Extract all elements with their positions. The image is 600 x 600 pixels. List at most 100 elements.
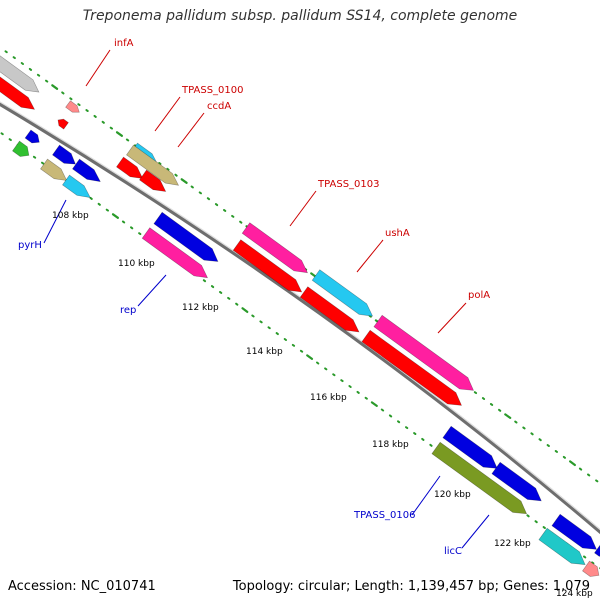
gene-feature-tan-1 <box>126 144 180 186</box>
tick-mark-inner <box>210 285 215 289</box>
gene-label-ccdA: ccdA <box>207 101 231 112</box>
tick-mark-outer <box>568 460 577 467</box>
tick-mark-inner <box>97 202 101 206</box>
gene-feature-TPASS_0106 <box>431 441 528 515</box>
scale-label-110: 110 kbp <box>118 259 155 269</box>
tick-mark-inner <box>429 443 433 447</box>
gene-feature-blue-5 <box>491 461 542 502</box>
tick-mark-inner <box>405 426 409 430</box>
connector-polA <box>437 302 467 334</box>
gene-feature-lightred <box>582 560 600 577</box>
gene-feature-blue-7 <box>594 544 600 557</box>
tick-mark-inner <box>397 420 401 424</box>
tick-mark-inner <box>380 408 385 412</box>
tick-mark-outer <box>498 408 502 412</box>
tick-mark-outer <box>489 403 494 406</box>
tick-mark-outer <box>587 473 591 477</box>
gene-label-rep: rep <box>120 305 136 316</box>
gene-feature-red-3 <box>232 239 303 293</box>
scale-label-122: 122 kbp <box>494 539 531 549</box>
connector-ushA <box>356 239 384 273</box>
tick-mark-outer <box>115 131 124 137</box>
gene-feature-infA <box>65 100 80 113</box>
tick-mark-outer <box>180 178 188 184</box>
gene-label-TPASS_0100: TPASS_0100 <box>181 85 243 96</box>
connector-TPASS_0106 <box>411 475 441 516</box>
tick-mark-inner <box>105 208 109 212</box>
tick-mark-inner <box>202 279 207 283</box>
scale-label-120: 120 kbp <box>434 490 471 500</box>
tick-mark-outer <box>214 203 219 207</box>
tick-mark-inner <box>227 296 231 300</box>
gene-feature-grey <box>0 55 40 93</box>
gene-feature-red-5 <box>361 329 462 406</box>
tick-mark-inner <box>591 561 595 565</box>
tick-mark-inner <box>275 332 279 336</box>
scale-label-116: 116 kbp <box>310 393 347 403</box>
tick-mark-outer <box>69 97 73 101</box>
tick-mark-inner <box>235 302 239 306</box>
tick-mark-inner <box>241 307 249 313</box>
tick-mark-inner <box>356 390 360 394</box>
tick-mark-outer <box>51 84 59 90</box>
tick-mark-outer <box>554 450 558 453</box>
tick-mark-outer <box>231 214 235 218</box>
tick-mark-inner <box>251 314 255 318</box>
tick-mark-inner <box>413 432 417 435</box>
tick-mark-inner <box>306 354 314 360</box>
tick-mark-inner <box>8 138 12 142</box>
gene-feature-rep <box>141 227 209 279</box>
scale-label-114: 114 kbp <box>246 347 283 357</box>
scale-label-108: 108 kbp <box>52 211 89 221</box>
tick-mark-outer <box>562 455 566 459</box>
tick-mark-outer <box>77 103 81 107</box>
gene-feature-TPASS_0103 <box>241 222 309 274</box>
gene-label-TPASS_0103: TPASS_0103 <box>317 179 379 190</box>
tick-mark-inner <box>291 343 296 347</box>
gene-feature-ccdA <box>116 156 144 179</box>
tick-mark-outer <box>158 162 162 165</box>
tick-mark-inner <box>364 396 368 400</box>
gene-feature-blue-small <box>24 129 40 144</box>
tick-mark-outer <box>4 50 8 54</box>
gene-label-ushA: ushA <box>385 228 410 239</box>
tick-mark-outer <box>109 126 113 130</box>
tick-mark-inner <box>0 132 4 136</box>
tick-mark-outer <box>368 314 372 318</box>
tick-mark-inner <box>130 226 134 230</box>
tick-mark-inner <box>370 401 378 407</box>
connector-TPASS_0103 <box>289 190 317 227</box>
tick-mark-outer <box>61 91 65 95</box>
tick-mark-outer <box>28 67 33 71</box>
gene-feature-licC <box>538 527 586 565</box>
tick-mark-inner <box>283 338 287 341</box>
tick-mark-outer <box>93 114 97 118</box>
gene-feature-blue-3 <box>153 211 219 262</box>
tick-mark-outer <box>20 62 24 65</box>
gene-feature-red-4 <box>299 286 360 333</box>
tick-mark-outer <box>206 197 211 201</box>
gene-label-TPASS_0106: TPASS_0106 <box>353 510 415 521</box>
tick-mark-inner <box>348 385 352 388</box>
gene-feature-blue-6 <box>551 513 597 550</box>
gene-feature-tan-2 <box>40 158 68 181</box>
scale-label-124: 124 kbp <box>556 589 593 599</box>
tick-mark-inner <box>583 555 587 559</box>
tick-marks <box>0 50 600 570</box>
tick-mark-outer <box>504 413 512 419</box>
tick-mark-outer <box>473 391 478 395</box>
tick-mark-inner <box>332 373 336 377</box>
tick-mark-outer <box>190 185 194 189</box>
tick-mark-inner <box>32 155 37 159</box>
gene-features <box>0 55 600 577</box>
tick-mark-outer <box>514 420 518 424</box>
gene-label-polA: polA <box>468 290 490 301</box>
tick-mark-inner <box>219 291 223 294</box>
gene-feature-blue-4 <box>442 425 498 469</box>
tick-mark-inner <box>388 414 393 418</box>
tick-mark-outer <box>578 467 583 471</box>
tick-mark-outer <box>101 120 105 124</box>
tick-mark-outer <box>12 56 16 60</box>
gene-feature-red-2 <box>139 169 167 192</box>
